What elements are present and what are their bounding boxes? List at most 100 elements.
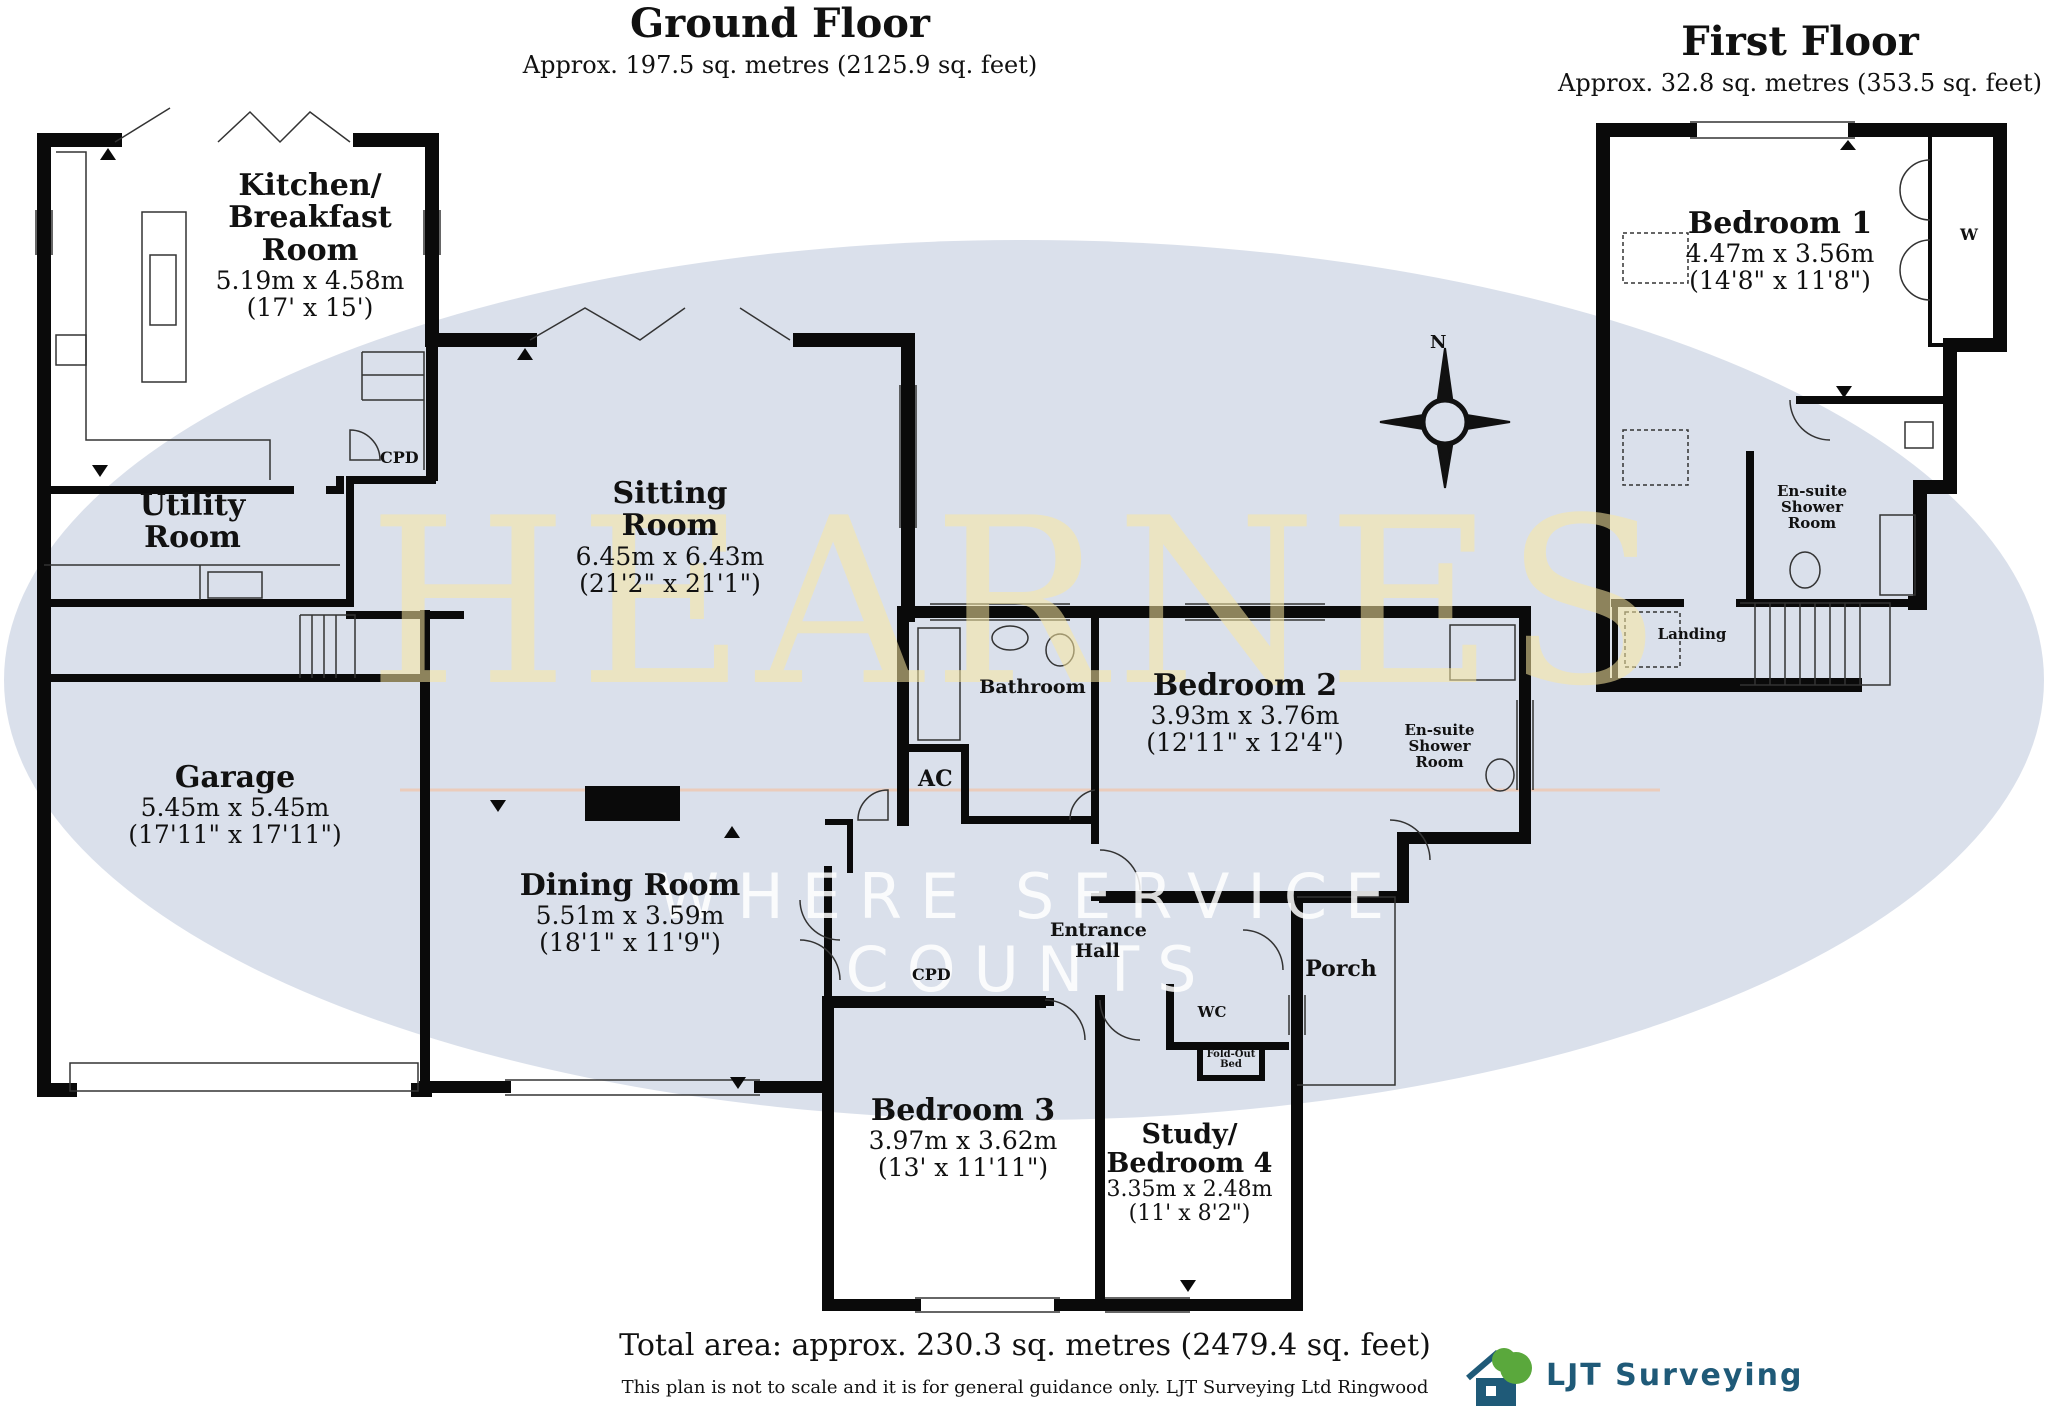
bath-basin [991,625,1029,651]
door-swing-7 [1099,999,1141,1041]
wall-foldout [1197,1045,1265,1081]
ff-wardrobe-doors [1899,159,1931,301]
room-name: Study/ Bedroom 4 [1106,1119,1273,1180]
room-bedroom-2: Bedroom 2 3.93m x 3.76m (12'11" x 12'4") [1130,668,1360,758]
door-sitting-east [739,307,791,341]
ceiling-height-markers [92,140,1856,1292]
kitchen-stairs [361,351,425,470]
door-swing-8 [1242,929,1284,971]
window-kitchen-west [35,210,53,255]
room-name: Porch [1305,956,1377,982]
wall-bed3 [822,996,1106,1311]
watermark-tagline: WHERE SERVICE COUNTS [657,860,1403,1006]
room-imperial: (14'8" x 11'8") [1689,266,1871,296]
room-imperial: (12'11" x 12'4") [1146,728,1344,758]
room-imperial: (17' x 15') [246,293,374,323]
wall-ff-wardrobe [1928,128,1952,347]
bath-tub [917,627,961,741]
ff-basin [1904,421,1934,449]
kitchen-sink [149,254,177,326]
room-garage: Garage 5.45m x 5.45m (17'11" x 17'11") [110,761,360,850]
garage-door [69,1062,419,1092]
door-swing-1 [349,429,381,461]
wardrobe-label: W [1960,225,1978,244]
total-area: Total area: approx. 230.3 sq. metres (24… [619,1328,1431,1363]
wall-ff-ensuite [1611,396,1944,607]
room-name: Utility Room [139,488,246,556]
utility-counter [44,564,340,600]
room-bedroom-3: Bedroom 3 3.97m x 3.62m (13' x 11'11") [848,1093,1078,1181]
ff-velux-2 [1622,429,1689,486]
ensuite-shower-gf [1449,624,1516,681]
room-utility: Utility Room [120,488,265,556]
bifold-kitchen [217,110,351,144]
ff-stairs [1740,602,1891,686]
first-floor-title: First Floor [1681,18,1919,65]
ff-wc [1789,551,1821,589]
utility-sink [207,571,263,599]
window-study-south [1105,1297,1190,1313]
room-name: En-suite Shower Room [1404,721,1475,772]
room-metric: 5.45m x 5.45m [140,793,330,823]
room-porch: Porch [1300,956,1382,982]
window-sitting-east [899,385,917,528]
door-kitchen-west [114,107,171,143]
door-swing-4 [799,899,841,941]
window-dining-south [505,1079,760,1096]
window-bed3-south [915,1297,1060,1313]
room-name: Bathroom [979,676,1086,698]
chimney-breast [585,786,680,821]
room-metric: 3.35m x 2.48m [1106,1177,1273,1203]
room-name: Landing [1657,625,1727,643]
room-sitting: Sitting Room 6.45m x 6.43m (21'2" x 21'1… [560,476,780,598]
wall-wc [1166,984,1289,1050]
ground-floor-header: Ground Floor Approx. 197.5 sq. metres (2… [500,0,1060,79]
ground-floor-area: Approx. 197.5 sq. metres (2125.9 sq. fee… [522,51,1038,79]
room-metric: 5.51m x 3.59m [535,901,725,931]
room-imperial: (21'2" x 21'1") [579,568,761,598]
room-bedroom-1: Bedroom 1 4.47m x 3.56m (14'8" x 11'8") [1680,206,1880,296]
room-metric: 5.19m x 4.58m [215,266,405,296]
window-ensuite-gf [1516,700,1534,790]
ff-velux-3 [1624,611,1681,668]
window-ff-north [1690,121,1855,139]
compass-icon [1379,347,1511,489]
room-name: Fold-Out Bed [1206,1049,1256,1070]
room-metric: 3.93m x 3.76m [1150,701,1340,731]
ff-shower [1879,514,1916,596]
logo-text: LJT Surveying [1546,1358,1804,1393]
room-study: Study/ Bedroom 4 3.35m x 2.48m (11' x 8'… [1102,1120,1277,1226]
cpd-dining-label: CPD [912,965,951,984]
ac-label: AC [918,766,953,792]
room-name: Kitchen/ Breakfast Room [228,168,392,268]
watermark-brand: HEARNES [367,470,1673,737]
first-floor-header: First Floor Approx. 32.8 sq. metres (353… [1555,18,2045,97]
room-imperial: (17'11" x 17'11") [128,820,342,850]
window-kitchen-east [423,210,441,255]
room-name: Bedroom 2 [1152,668,1338,703]
room-imperial: (18'1" x 11'9") [539,928,721,958]
wall-kitchen-north-right [353,133,537,347]
kitchen-island [141,211,187,383]
room-name: Bedroom 3 [870,1093,1056,1128]
ground-floor-title: Ground Floor [630,0,930,47]
door-swing-10 [1389,819,1431,861]
room-name: Sitting Room [612,476,728,544]
ensuite-wc-gf [1485,758,1515,792]
room-name: Bedroom 1 [1687,206,1873,241]
bifold-sitting [529,307,686,341]
footer: Total area: approx. 230.3 sq. metres (24… [600,1328,1450,1398]
wall-dining-hall [825,819,853,873]
room-imperial: (11' x 8'2") [1128,1201,1251,1227]
room-bathroom: Bathroom [975,677,1090,698]
ff-velux-1 [1622,232,1689,284]
room-name: Dining Room [519,868,741,903]
room-name: En-suite Shower Room [1776,482,1848,533]
room-name: WC [1197,1003,1227,1021]
room-landing: Landing [1652,626,1732,642]
door-swing-5 [799,939,841,981]
door-swing-3 [1069,789,1096,821]
window-bath [930,603,1070,621]
kitchen-hob [55,334,87,366]
